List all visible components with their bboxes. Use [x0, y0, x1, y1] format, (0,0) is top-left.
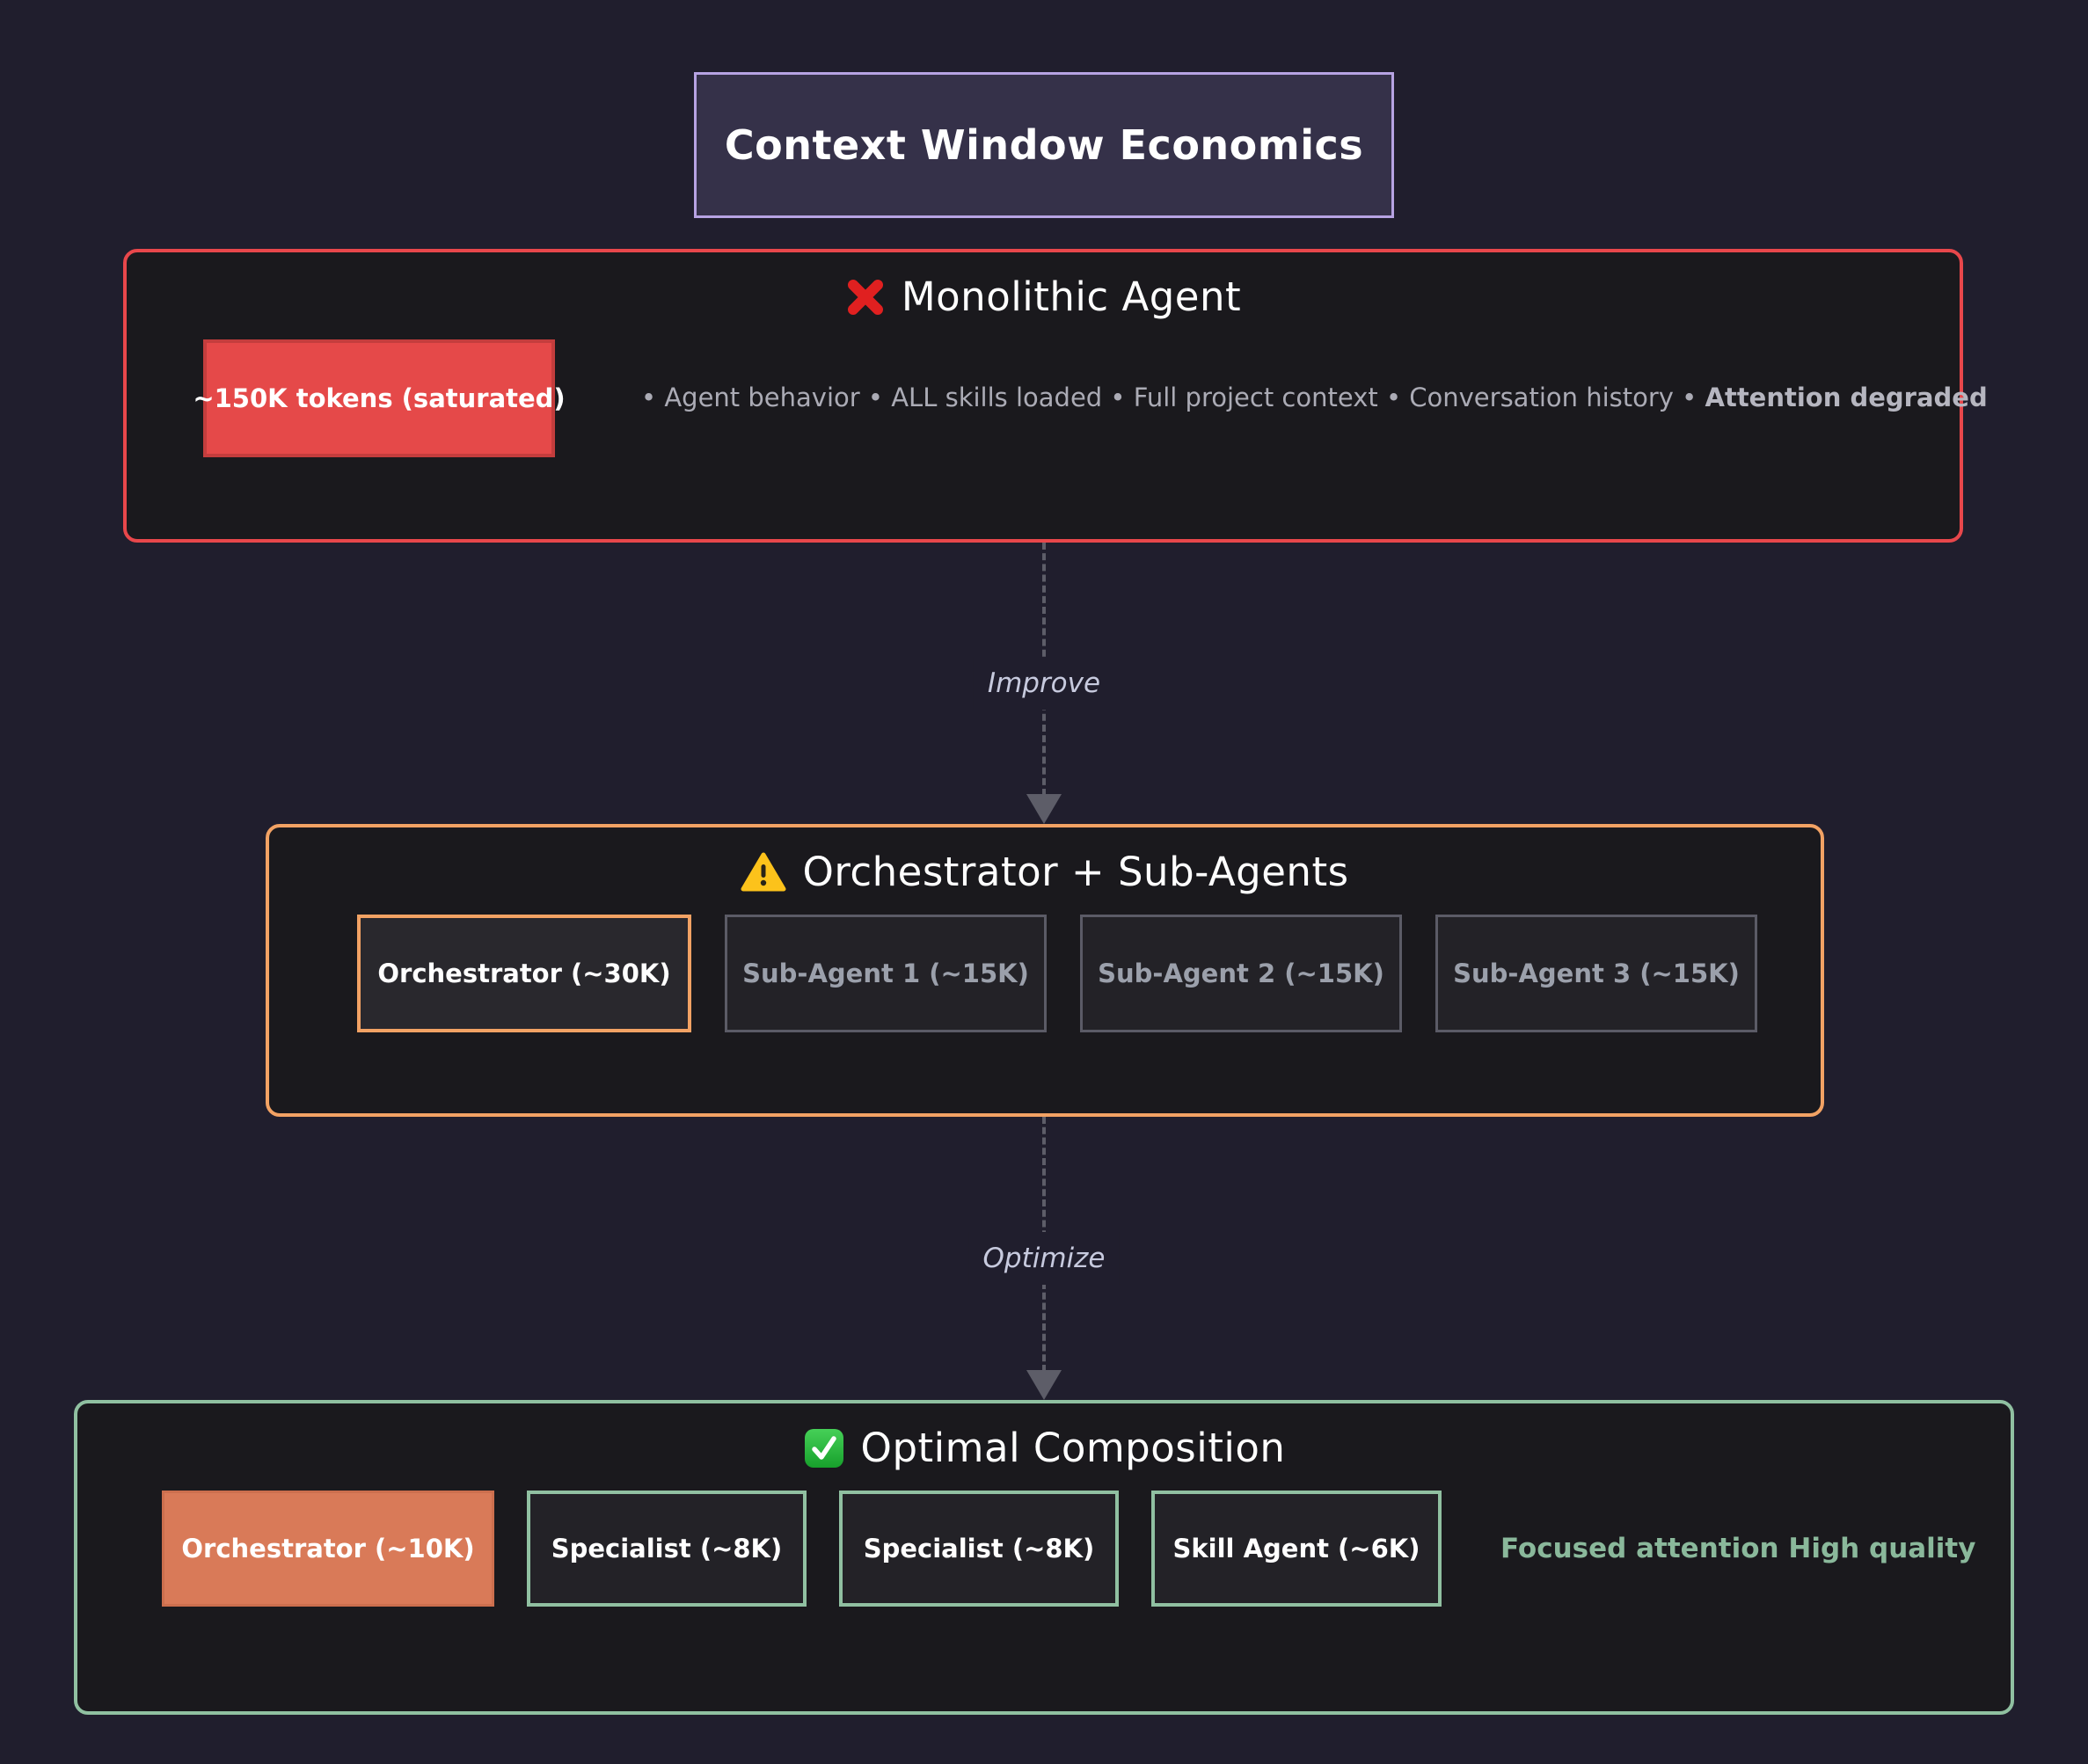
improve-connector: Improve: [973, 543, 1115, 824]
monolithic-details-normal: • Agent behavior • ALL skills loaded • F…: [641, 383, 1697, 413]
token-saturated-label: ~150K tokens (saturated): [193, 383, 566, 413]
warning-icon: [741, 851, 786, 893]
sub-agent-1-label: Sub-Agent 1 (~15K): [742, 959, 1029, 988]
orchestrator-subagents-panel: Orchestrator + Sub-Agents Orchestrator (…: [266, 824, 1824, 1117]
monolithic-agent-body: ~150K tokens (saturated) • Agent behavio…: [127, 339, 1988, 457]
sub-agent-3-node: Sub-Agent 3 (~15K): [1435, 915, 1757, 1032]
orchestrator-10k-label: Orchestrator (~10K): [181, 1534, 475, 1564]
specialist-1-node: Specialist (~8K): [527, 1491, 807, 1607]
orchestrator-subagents-heading: Orchestrator + Sub-Agents: [802, 849, 1349, 895]
orchestrator-30k-node: Orchestrator (~30K): [357, 915, 691, 1032]
monolithic-agent-panel: Monolithic Agent ~150K tokens (saturated…: [123, 249, 1988, 543]
orchestrator-subagents-header: Orchestrator + Sub-Agents: [269, 827, 1821, 895]
sub-agent-3-label: Sub-Agent 3 (~15K): [1453, 959, 1740, 988]
optimize-label: Optimize: [968, 1232, 1120, 1285]
optimize-connector: Optimize: [968, 1117, 1120, 1400]
sub-agent-2-node: Sub-Agent 2 (~15K): [1080, 915, 1402, 1032]
cross-mark-icon: [845, 277, 886, 317]
specialist-2-label: Specialist (~8K): [863, 1534, 1095, 1564]
monolithic-agent-heading: Monolithic Agent: [901, 273, 1242, 320]
token-saturated-chip: ~150K tokens (saturated): [193, 339, 566, 457]
orchestrator-subagents-body: Orchestrator (~30K) Sub-Agent 1 (~15K) S…: [269, 915, 1821, 1032]
monolithic-agent-header: Monolithic Agent: [127, 252, 1960, 320]
improve-label: Improve: [973, 657, 1115, 710]
skill-agent-node: Skill Agent (~6K): [1151, 1491, 1442, 1607]
orchestrator-10k-node: Orchestrator (~10K): [162, 1491, 494, 1607]
monolithic-details-text: • Agent behavior • ALL skills loaded • F…: [641, 382, 1988, 415]
optimal-composition-panel: Optimal Composition Orchestrator (~10K) …: [74, 1400, 2014, 1715]
specialist-1-label: Specialist (~8K): [551, 1534, 783, 1564]
orchestrator-30k-label: Orchestrator (~30K): [377, 959, 671, 988]
page-title: Context Window Economics: [724, 121, 1364, 169]
monolithic-details-emphasis: Attention degraded: [1705, 383, 1988, 413]
sub-agent-1-node: Sub-Agent 1 (~15K): [725, 915, 1047, 1032]
focused-attention-note: Focused attention High quality: [1500, 1533, 1976, 1564]
optimal-composition-heading: Optimal Composition: [860, 1425, 1286, 1471]
optimal-composition-body: Orchestrator (~10K) Specialist (~8K) Spe…: [77, 1491, 2011, 1607]
sub-agent-2-label: Sub-Agent 2 (~15K): [1098, 959, 1384, 988]
optimal-composition-header: Optimal Composition: [77, 1403, 2011, 1471]
check-mark-icon: [803, 1427, 845, 1469]
arrow-down-icon: [1026, 794, 1062, 824]
arrow-down-icon: [1026, 1370, 1062, 1400]
specialist-2-node: Specialist (~8K): [839, 1491, 1119, 1607]
diagram-title-box: Context Window Economics: [694, 72, 1394, 218]
skill-agent-label: Skill Agent (~6K): [1172, 1534, 1420, 1564]
